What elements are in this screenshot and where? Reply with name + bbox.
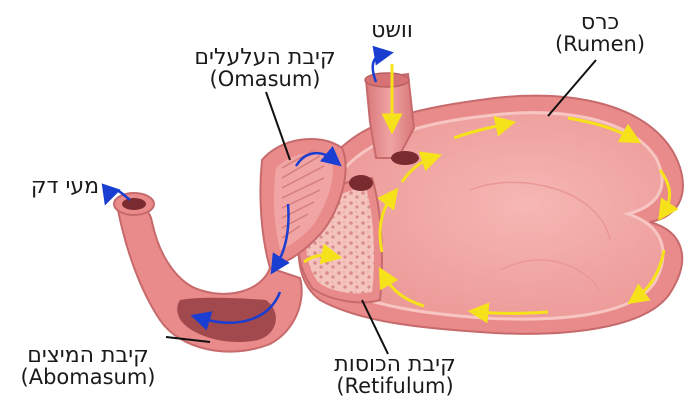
label-omasum: קיבת העלעלים (Omasum) — [180, 47, 350, 90]
label-abomasum-latin: (Abomasum) — [4, 367, 172, 388]
label-rumen-latin: (Rumen) — [542, 34, 658, 55]
label-abomasum: קיבת המיצים (Abomasum) — [4, 345, 172, 388]
label-reticulum-latin: (Retifulum) — [318, 376, 472, 397]
label-small-intestine: מעי דק — [22, 176, 108, 198]
label-omasum-latin: (Omasum) — [180, 69, 350, 90]
label-rumen: כרס (Rumen) — [542, 12, 658, 55]
label-esophagus: וושט — [362, 20, 422, 42]
label-small-intestine-hebrew: מעי דק — [31, 174, 99, 199]
label-esophagus-hebrew: וושט — [371, 18, 413, 43]
label-reticulum: קיבת הכוסות (Retifulum) — [318, 354, 472, 397]
